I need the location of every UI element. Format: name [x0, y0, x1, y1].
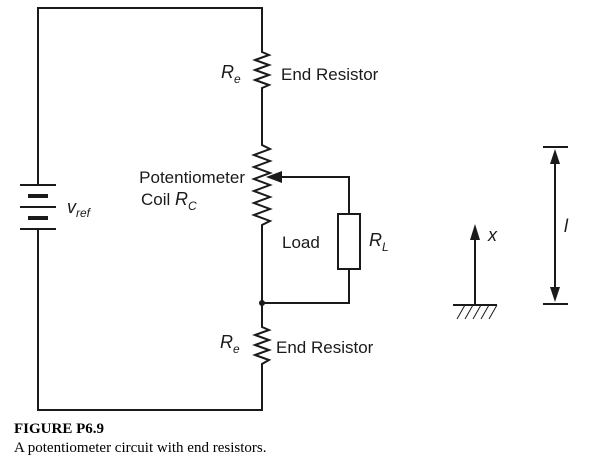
wiper-arrow: [266, 171, 282, 183]
battery-icon: [20, 175, 56, 240]
lower-end-resistor-label: End Resistor: [276, 338, 374, 357]
load-resistor-symbol: RL: [369, 230, 389, 254]
load-resistor: [337, 213, 361, 270]
coil-label-line2: Coil RC: [141, 189, 197, 213]
lower-end-resistor-symbol: Re: [220, 332, 240, 356]
displacement-label: x: [487, 225, 498, 245]
lower-end-resistor: [252, 322, 272, 368]
potentiometer-coil: [251, 140, 273, 232]
coil-label-line1: Potentiometer: [139, 168, 245, 187]
circuit-wires: [37, 7, 350, 411]
upper-end-resistor-label: End Resistor: [281, 65, 379, 84]
load-label: Load: [282, 233, 320, 252]
upper-end-resistor-symbol: Re: [221, 62, 241, 86]
displacement-arrow: [470, 224, 480, 305]
length-label: l: [564, 216, 569, 236]
source-label: vref: [67, 197, 92, 220]
ground-icon: [453, 304, 498, 320]
length-dimension: [543, 146, 568, 305]
upper-end-resistor: [252, 48, 272, 92]
junction-dot: [259, 300, 265, 306]
figure-caption-text: A potentiometer circuit with end resisto…: [14, 440, 267, 456]
figure-caption-title: FIGURE P6.9: [14, 421, 104, 437]
